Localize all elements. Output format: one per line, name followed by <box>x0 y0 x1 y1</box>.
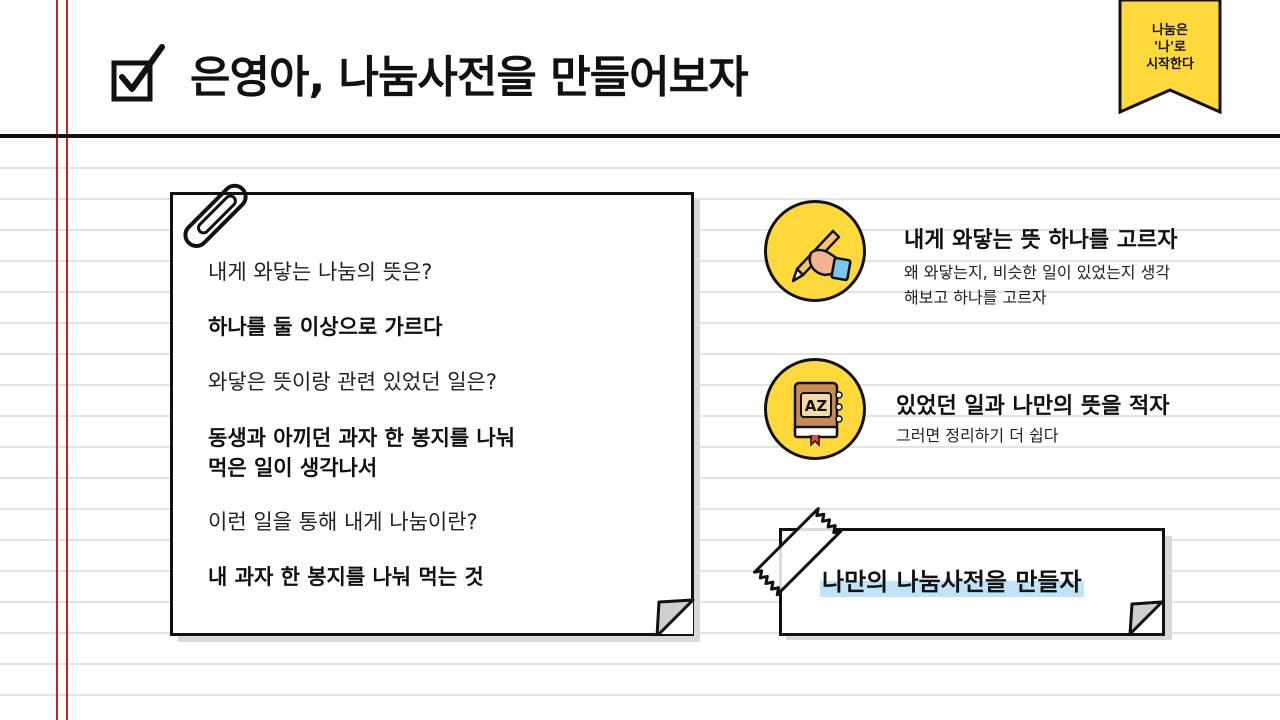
banner-text: 나만의 나눔사전을 만들자 <box>820 562 1084 597</box>
page-header: 은영아, 나눔사전을 만들어보자 <box>110 38 749 108</box>
answer-2-line-1: 동생과 아끼던 과자 한 봉지를 나눠 <box>208 426 516 450</box>
page-title: 은영아, 나눔사전을 만들어보자 <box>190 52 749 103</box>
answer-3: 내 과자 한 봉지를 나눠 먹는 것 <box>208 565 484 589</box>
step-2-title: 있었던 일과 나만의 뜻을 적자 <box>896 394 1170 419</box>
ribbon-line-3: 시작한다 <box>1146 57 1194 72</box>
margin-line-right <box>66 0 68 720</box>
question-2: 와닿은 뜻이랑 관련 있었던 일은? <box>208 370 498 394</box>
note-card <box>170 192 694 636</box>
checkbox-checked-icon <box>111 44 165 102</box>
answer-1: 하나를 둘 이상으로 가르다 <box>208 315 443 339</box>
ribbon-line-1: 나눔은 <box>1152 23 1188 38</box>
ribbon-line-2: '나'로 <box>1154 40 1186 55</box>
masking-tape-icon <box>753 507 843 597</box>
step-2-desc-line-1: 그러면 정리하기 더 쉽다 <box>896 426 1059 445</box>
question-3: 이런 일을 통해 내게 나눔이란? <box>208 510 478 534</box>
paperclip-icon <box>183 183 248 248</box>
step-1-desc-line-1: 왜 와닿는지, 비슷한 일이 있었는지 생각 <box>904 263 1171 282</box>
answer-2-line-2: 먹은 일이 생각나서 <box>208 456 378 480</box>
page-curl-icon <box>655 598 695 636</box>
header-divider <box>0 134 1280 138</box>
step-1-badge <box>764 200 866 302</box>
question-1: 내게 와닿는 나눔의 뜻은? <box>208 260 433 284</box>
ribbon-slogan: 나눔은 '나'로 시작한다 <box>1118 22 1222 73</box>
step-1-desc-line-2: 해보고 하나를 고르자 <box>904 288 1047 307</box>
margin-line-left <box>56 0 58 720</box>
step-1-title: 내게 와닿는 뜻 하나를 고르자 <box>904 228 1178 253</box>
step-2-badge: AZ <box>764 358 866 460</box>
svg-text:AZ: AZ <box>805 397 828 415</box>
page-curl-icon <box>1128 600 1164 634</box>
dictionary-book-icon: AZ <box>793 381 843 447</box>
pencil-hand-icon <box>791 229 852 283</box>
bookmark-ribbon-icon <box>1118 0 1222 114</box>
